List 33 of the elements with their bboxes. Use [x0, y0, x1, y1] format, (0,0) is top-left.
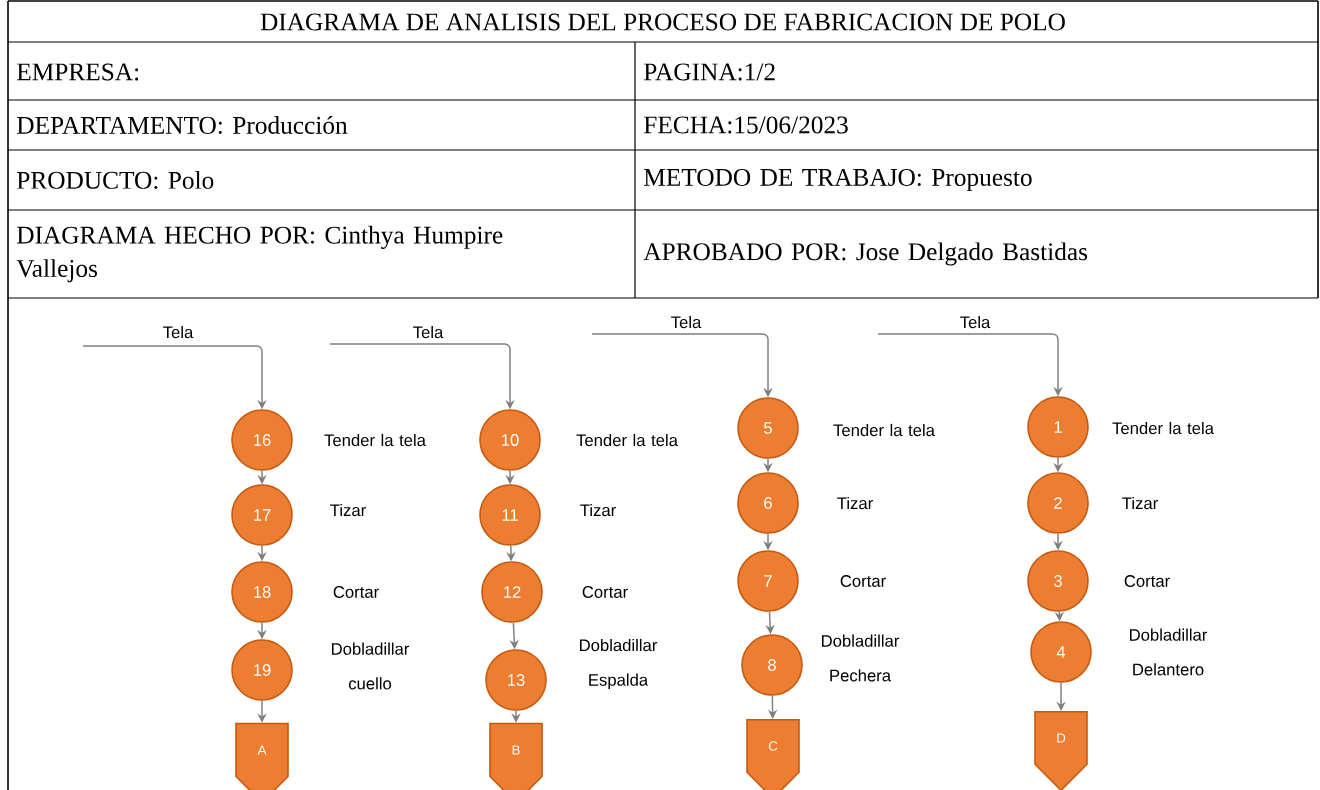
step-label: Tizar	[330, 503, 366, 517]
offpage-connector: C	[746, 718, 800, 790]
step-label: Dobladillar cuello	[332, 642, 410, 690]
table-cell: DEPARTAMENTO: Producción	[17, 116, 348, 134]
step-label: Dobladillar Pechera	[822, 634, 900, 682]
edge-label: Tela	[960, 315, 991, 329]
table-cell: PAGINA:1/2	[644, 63, 775, 81]
offpage-connector: D	[1034, 710, 1088, 790]
step-label: Cortar	[1124, 575, 1170, 587]
table-cell: FECHA:15/06/2023	[644, 116, 848, 134]
step-label: Tizar	[837, 496, 873, 510]
offpage-connector: B	[489, 722, 543, 790]
step-label: Tender la tela	[324, 433, 426, 447]
step-label: Dobladillar Delantero	[1130, 628, 1208, 676]
edge-label: Tela	[163, 325, 194, 339]
table-cell: PRODUCTO: Polo	[17, 171, 214, 189]
offpage-connector: A	[235, 722, 289, 790]
step-label: Tender la tela	[833, 423, 935, 437]
step-label: Dobladillar Espalda	[580, 638, 658, 690]
edge-label: Tela	[413, 325, 444, 339]
table-cell: APROBADO POR: Jose Delgado Bastidas	[643, 242, 1088, 266]
step-label: Cortar	[333, 586, 379, 598]
edge-label: Tela	[671, 315, 702, 329]
table-cell: METODO DE TRABAJO: Propuesto	[644, 168, 1032, 192]
table-cell: DIAGRAMA HECHO POR: Cinthya Humpire Vallejos	[16, 225, 503, 283]
step-label: Cortar	[840, 575, 886, 587]
step-label: Cortar	[582, 586, 628, 598]
step-label: Tizar	[1122, 496, 1158, 510]
step-label: Tender la tela	[1112, 421, 1214, 435]
step-label: Tizar	[580, 503, 616, 517]
table-cell: EMPRESA:	[17, 63, 139, 81]
table-title: DIAGRAMA DE ANALISIS DEL PROCESO DE FABRICACION DE POLO	[260, 13, 1065, 31]
step-label: Tender la tela	[576, 433, 678, 447]
